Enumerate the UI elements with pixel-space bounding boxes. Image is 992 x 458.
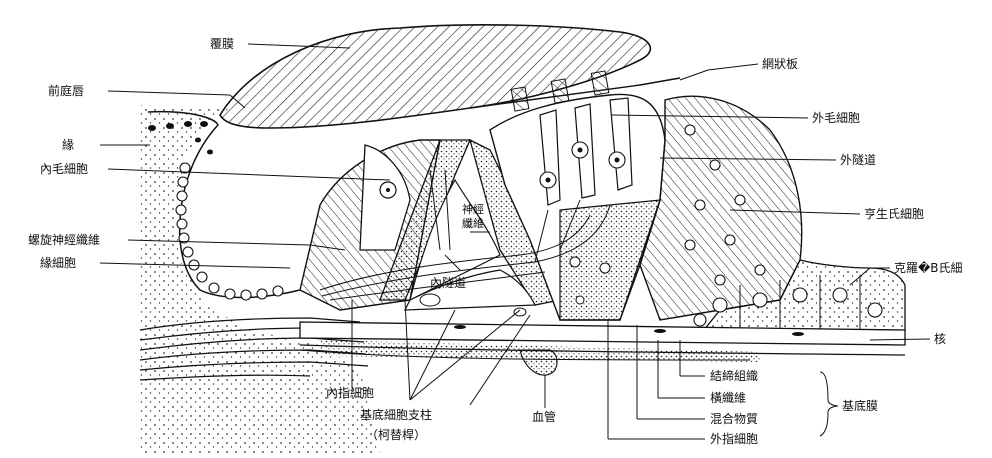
label-inner-phalangeal-cell: 內指細胞 (326, 386, 374, 400)
label-transverse-fibers: 橫纖維 (710, 391, 746, 405)
blood-vessel-shape (520, 350, 557, 375)
label-nucleus: 核 (934, 332, 946, 346)
label-spiral-nerve-fibers: 螺旋神經纖維 (28, 233, 100, 247)
label-pillar-cells: 基底細胞支柱 (360, 408, 432, 422)
label-outer-phalangeal-cell: 外指細胞 (710, 432, 758, 446)
label-border-cell: 緣細胞 (40, 256, 76, 270)
label-limbus: 緣 (62, 138, 74, 152)
label-ground-substance: 混合物質 (710, 412, 758, 426)
label-pillar-cells-note: （柯替桿） (366, 428, 426, 442)
label-outer-tunnel: 外隧道 (840, 153, 876, 167)
label-reticular-lamina: 網狀板 (762, 57, 798, 71)
label-inner-tunnel: 內隧道 (430, 276, 466, 290)
label-basilar-membrane: 基底膜 (842, 399, 878, 413)
label-inner-hair-cell: 內毛細胞 (40, 162, 88, 176)
label-outer-hair-cell: 外毛細胞 (812, 111, 860, 125)
label-hensen-cells: 亨生氏細胞 (864, 207, 924, 221)
label-blood-vessel: 血管 (532, 410, 556, 424)
label-tectorial-membrane: 覆膜 (210, 37, 234, 51)
hensen-cells-region (640, 96, 802, 320)
label-nerve-fibers: 神經 纖維 (462, 203, 492, 231)
label-connective-tissue: 結締組織 (710, 369, 758, 383)
label-vestibular-lip: 前庭唇 (48, 84, 84, 98)
label-claudius-cells: 克羅�B氏細 (894, 261, 963, 275)
